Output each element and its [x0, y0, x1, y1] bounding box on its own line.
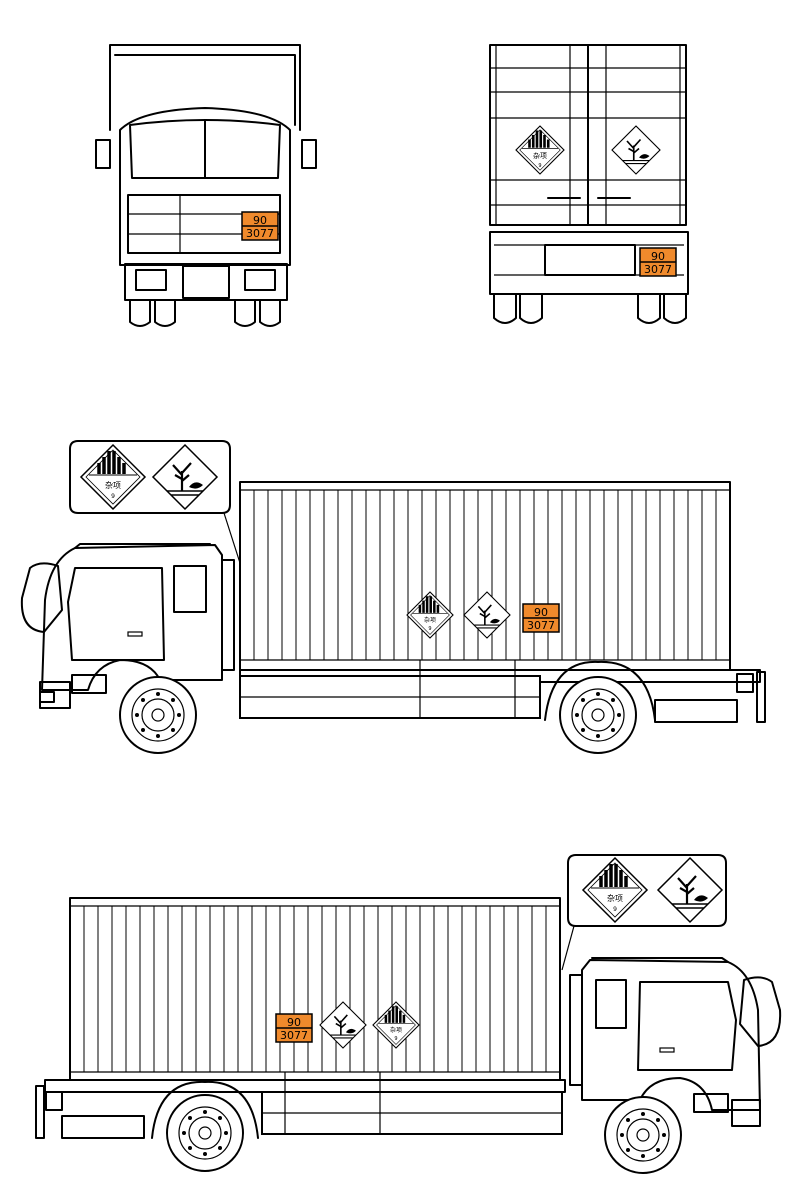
- rear-plate-hazard-id: 90: [651, 250, 665, 263]
- right-callout-class9-chinese: 杂项: [607, 894, 623, 903]
- rear-environment-label: [611, 125, 661, 175]
- left-box-plate-un-number: 3077: [527, 619, 555, 632]
- right-box-class9-chinese: 杂项: [390, 1027, 402, 1034]
- rear-plate-un-number: 3077: [644, 263, 672, 276]
- right-rear-wheel: [166, 1094, 244, 1172]
- right-box-plate-un-number: 3077: [280, 1029, 308, 1042]
- front-view: [95, 44, 317, 327]
- front-plate-un-number: 3077: [246, 227, 274, 240]
- left-box-ribs: [253, 490, 717, 660]
- left-box-class9-chinese: 杂项: [424, 617, 436, 624]
- right-callout-environment-label: [656, 856, 724, 924]
- rear-view: [489, 44, 689, 324]
- left-callout-class9-chinese: 杂项: [105, 481, 121, 490]
- right-side-view: [35, 854, 782, 1174]
- left-callout-environment-label: [151, 443, 219, 511]
- right-front-wheel: [604, 1096, 682, 1174]
- rear-class9-number: 9: [538, 163, 541, 169]
- front-plate-hazard-id: 90: [253, 214, 267, 227]
- left-rear-wheel: [559, 676, 637, 754]
- rear-class9-chinese: 杂项: [533, 152, 547, 160]
- right-box-plate-hazard-id: 90: [287, 1016, 301, 1029]
- right-box-environment-label: [319, 1001, 367, 1049]
- left-side-view: [20, 440, 766, 754]
- left-box-class9-number: 9: [428, 626, 431, 632]
- left-callout-class9-number: 9: [111, 493, 115, 500]
- right-box-class9-number: 9: [394, 1036, 397, 1042]
- left-box-environment-label: [463, 591, 511, 639]
- right-box-ribs: [83, 906, 547, 1072]
- right-callout-class9-number: 9: [613, 906, 617, 913]
- left-box-plate-hazard-id: 90: [534, 606, 548, 619]
- left-front-wheel: [119, 676, 197, 754]
